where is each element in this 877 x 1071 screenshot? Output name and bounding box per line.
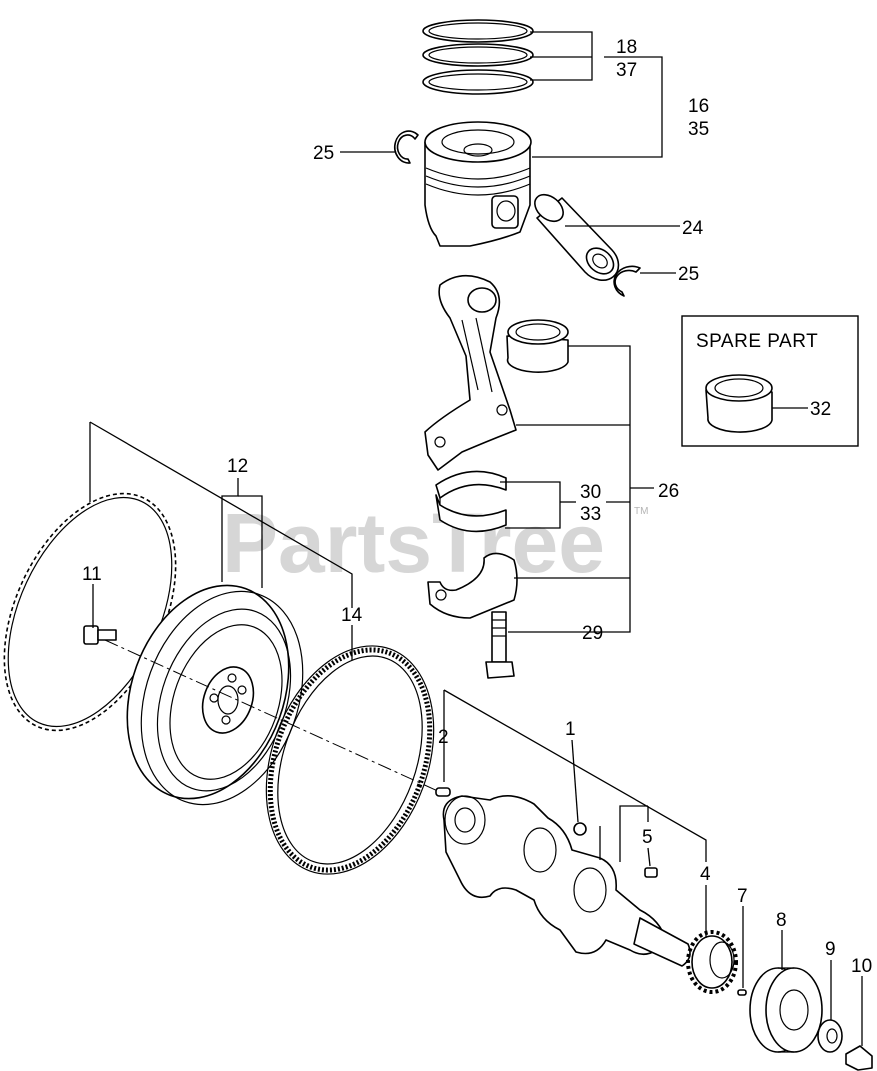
circlip-left[interactable]: [394, 130, 419, 164]
crank-gear[interactable]: [686, 930, 738, 994]
callout-30[interactable]: 30: [580, 482, 601, 503]
leader-lines: [89, 31, 863, 1046]
callout-12[interactable]: 12: [227, 456, 248, 477]
callout-11[interactable]: 11: [82, 564, 102, 585]
washer[interactable]: [817, 1019, 843, 1053]
bearing-shells[interactable]: [435, 470, 507, 533]
rod-cap[interactable]: [427, 552, 518, 619]
callouts: 18 37 16 35 25 24 25 30 33 26 29 12 11 1…: [82, 37, 872, 977]
piston-rings[interactable]: [422, 19, 534, 95]
callout-1[interactable]: 1: [565, 719, 576, 740]
ring-gear-starter[interactable]: [236, 622, 463, 897]
callout-32[interactable]: 32: [810, 399, 831, 420]
callout-24[interactable]: 24: [682, 218, 704, 239]
callout-29[interactable]: 29: [582, 623, 603, 644]
callout-16[interactable]: 16: [688, 96, 709, 117]
callout-37[interactable]: 37: [616, 60, 637, 81]
dowel-pin[interactable]: [435, 787, 451, 797]
pin-small[interactable]: [737, 989, 747, 996]
callout-33[interactable]: 33: [580, 504, 601, 525]
pulley-bolt[interactable]: [845, 1045, 873, 1071]
spare-bushing[interactable]: [705, 374, 773, 433]
ring-gear-large[interactable]: [0, 467, 210, 758]
callout-25-right[interactable]: 25: [678, 264, 699, 285]
crank-pulley[interactable]: [749, 967, 823, 1053]
callout-5[interactable]: 5: [642, 827, 653, 848]
callout-9[interactable]: 9: [825, 939, 836, 960]
rod-bolt[interactable]: [485, 611, 515, 679]
callout-4[interactable]: 4: [700, 864, 711, 885]
small-end-bushing[interactable]: [506, 319, 569, 373]
watermark-text: PartsTree: [222, 496, 605, 590]
callout-10[interactable]: 10: [851, 956, 872, 977]
axis-line: [104, 639, 441, 793]
piston[interactable]: [424, 121, 532, 247]
callout-8[interactable]: 8: [776, 910, 787, 931]
watermark-tm: TM: [634, 506, 648, 517]
callout-35[interactable]: 35: [688, 119, 709, 140]
spare-part-title: SPARE PART: [696, 331, 818, 352]
piston-pin[interactable]: [530, 189, 620, 281]
callout-25-left[interactable]: 25: [313, 143, 334, 164]
callout-26[interactable]: 26: [658, 481, 679, 502]
flywheel-bolt[interactable]: [83, 625, 117, 645]
spare-part-box: SPARE PART 32: [681, 315, 859, 447]
callout-18[interactable]: 18: [616, 37, 637, 58]
callout-14[interactable]: 14: [341, 605, 363, 626]
callout-2[interactable]: 2: [438, 727, 449, 748]
crankshaft[interactable]: [442, 795, 691, 967]
woodruff-key[interactable]: [644, 867, 658, 878]
connecting-rod[interactable]: [424, 274, 517, 471]
callout-7[interactable]: 7: [737, 886, 748, 907]
circlip-right[interactable]: [613, 265, 641, 297]
